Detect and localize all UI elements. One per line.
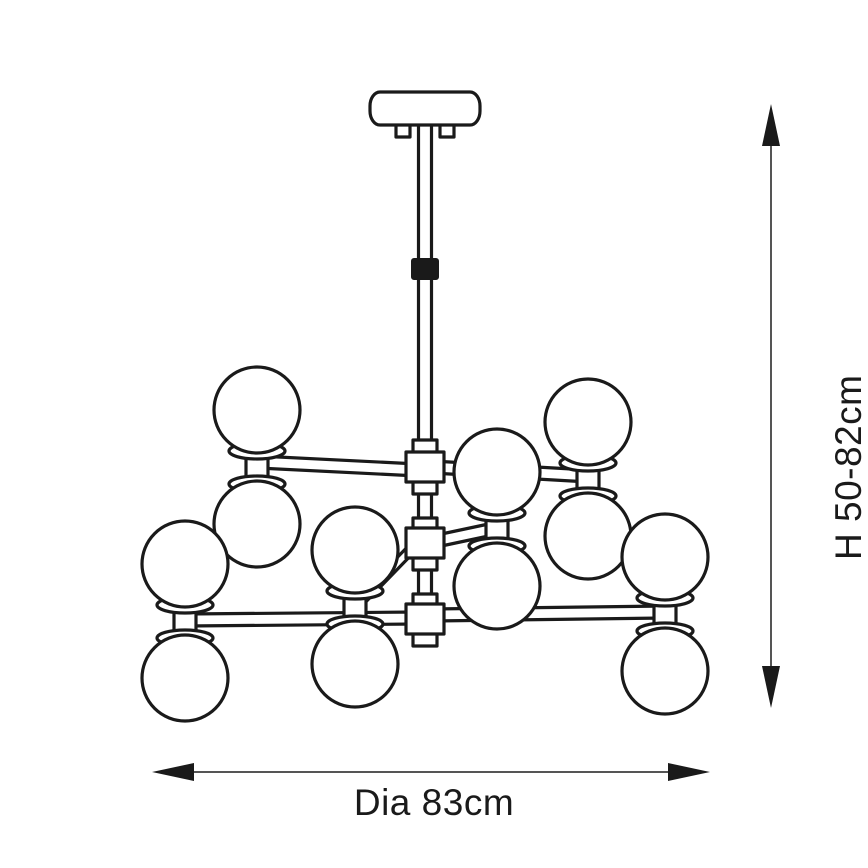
globe-pair-middle-right [452, 427, 542, 631]
globe-bulb-down [452, 541, 542, 631]
globe-pair-lower-left [140, 519, 230, 723]
diameter-dimension-label: Dia 83cm [353, 782, 515, 823]
diameter-dimension-line [152, 763, 710, 781]
globe-bulb-up [140, 519, 230, 609]
suspension-rod [416, 120, 434, 458]
globe-bulb-down [620, 626, 710, 716]
globe-pair-upper-left [212, 365, 302, 569]
globe-bulb-up [543, 377, 633, 467]
globe-bulb-down [543, 491, 633, 581]
globe-bulb-down [212, 479, 302, 569]
globe-bulb-up [620, 512, 710, 602]
globe-bulb-down [140, 633, 230, 723]
ceiling-mount-plate [368, 90, 482, 127]
hub-assembly [404, 438, 446, 648]
globe-pair-middle-left [310, 505, 400, 709]
height-dimension-line [762, 104, 780, 708]
hub-lower [404, 602, 446, 636]
height-dimension-label: H 50-82cm [828, 374, 868, 560]
globe-bulb-up [452, 427, 542, 517]
rod-coupler-block [411, 258, 439, 280]
globe-bulb-down [310, 619, 400, 709]
globe-bulb-up [310, 505, 400, 595]
hub-upper [404, 450, 446, 484]
hub-middle [404, 526, 446, 560]
globe-pair-lower-right [620, 512, 710, 716]
arm-upper-left [256, 454, 420, 478]
ceiling-mount-assembly [368, 90, 482, 458]
globe-bulb-up [212, 365, 302, 455]
